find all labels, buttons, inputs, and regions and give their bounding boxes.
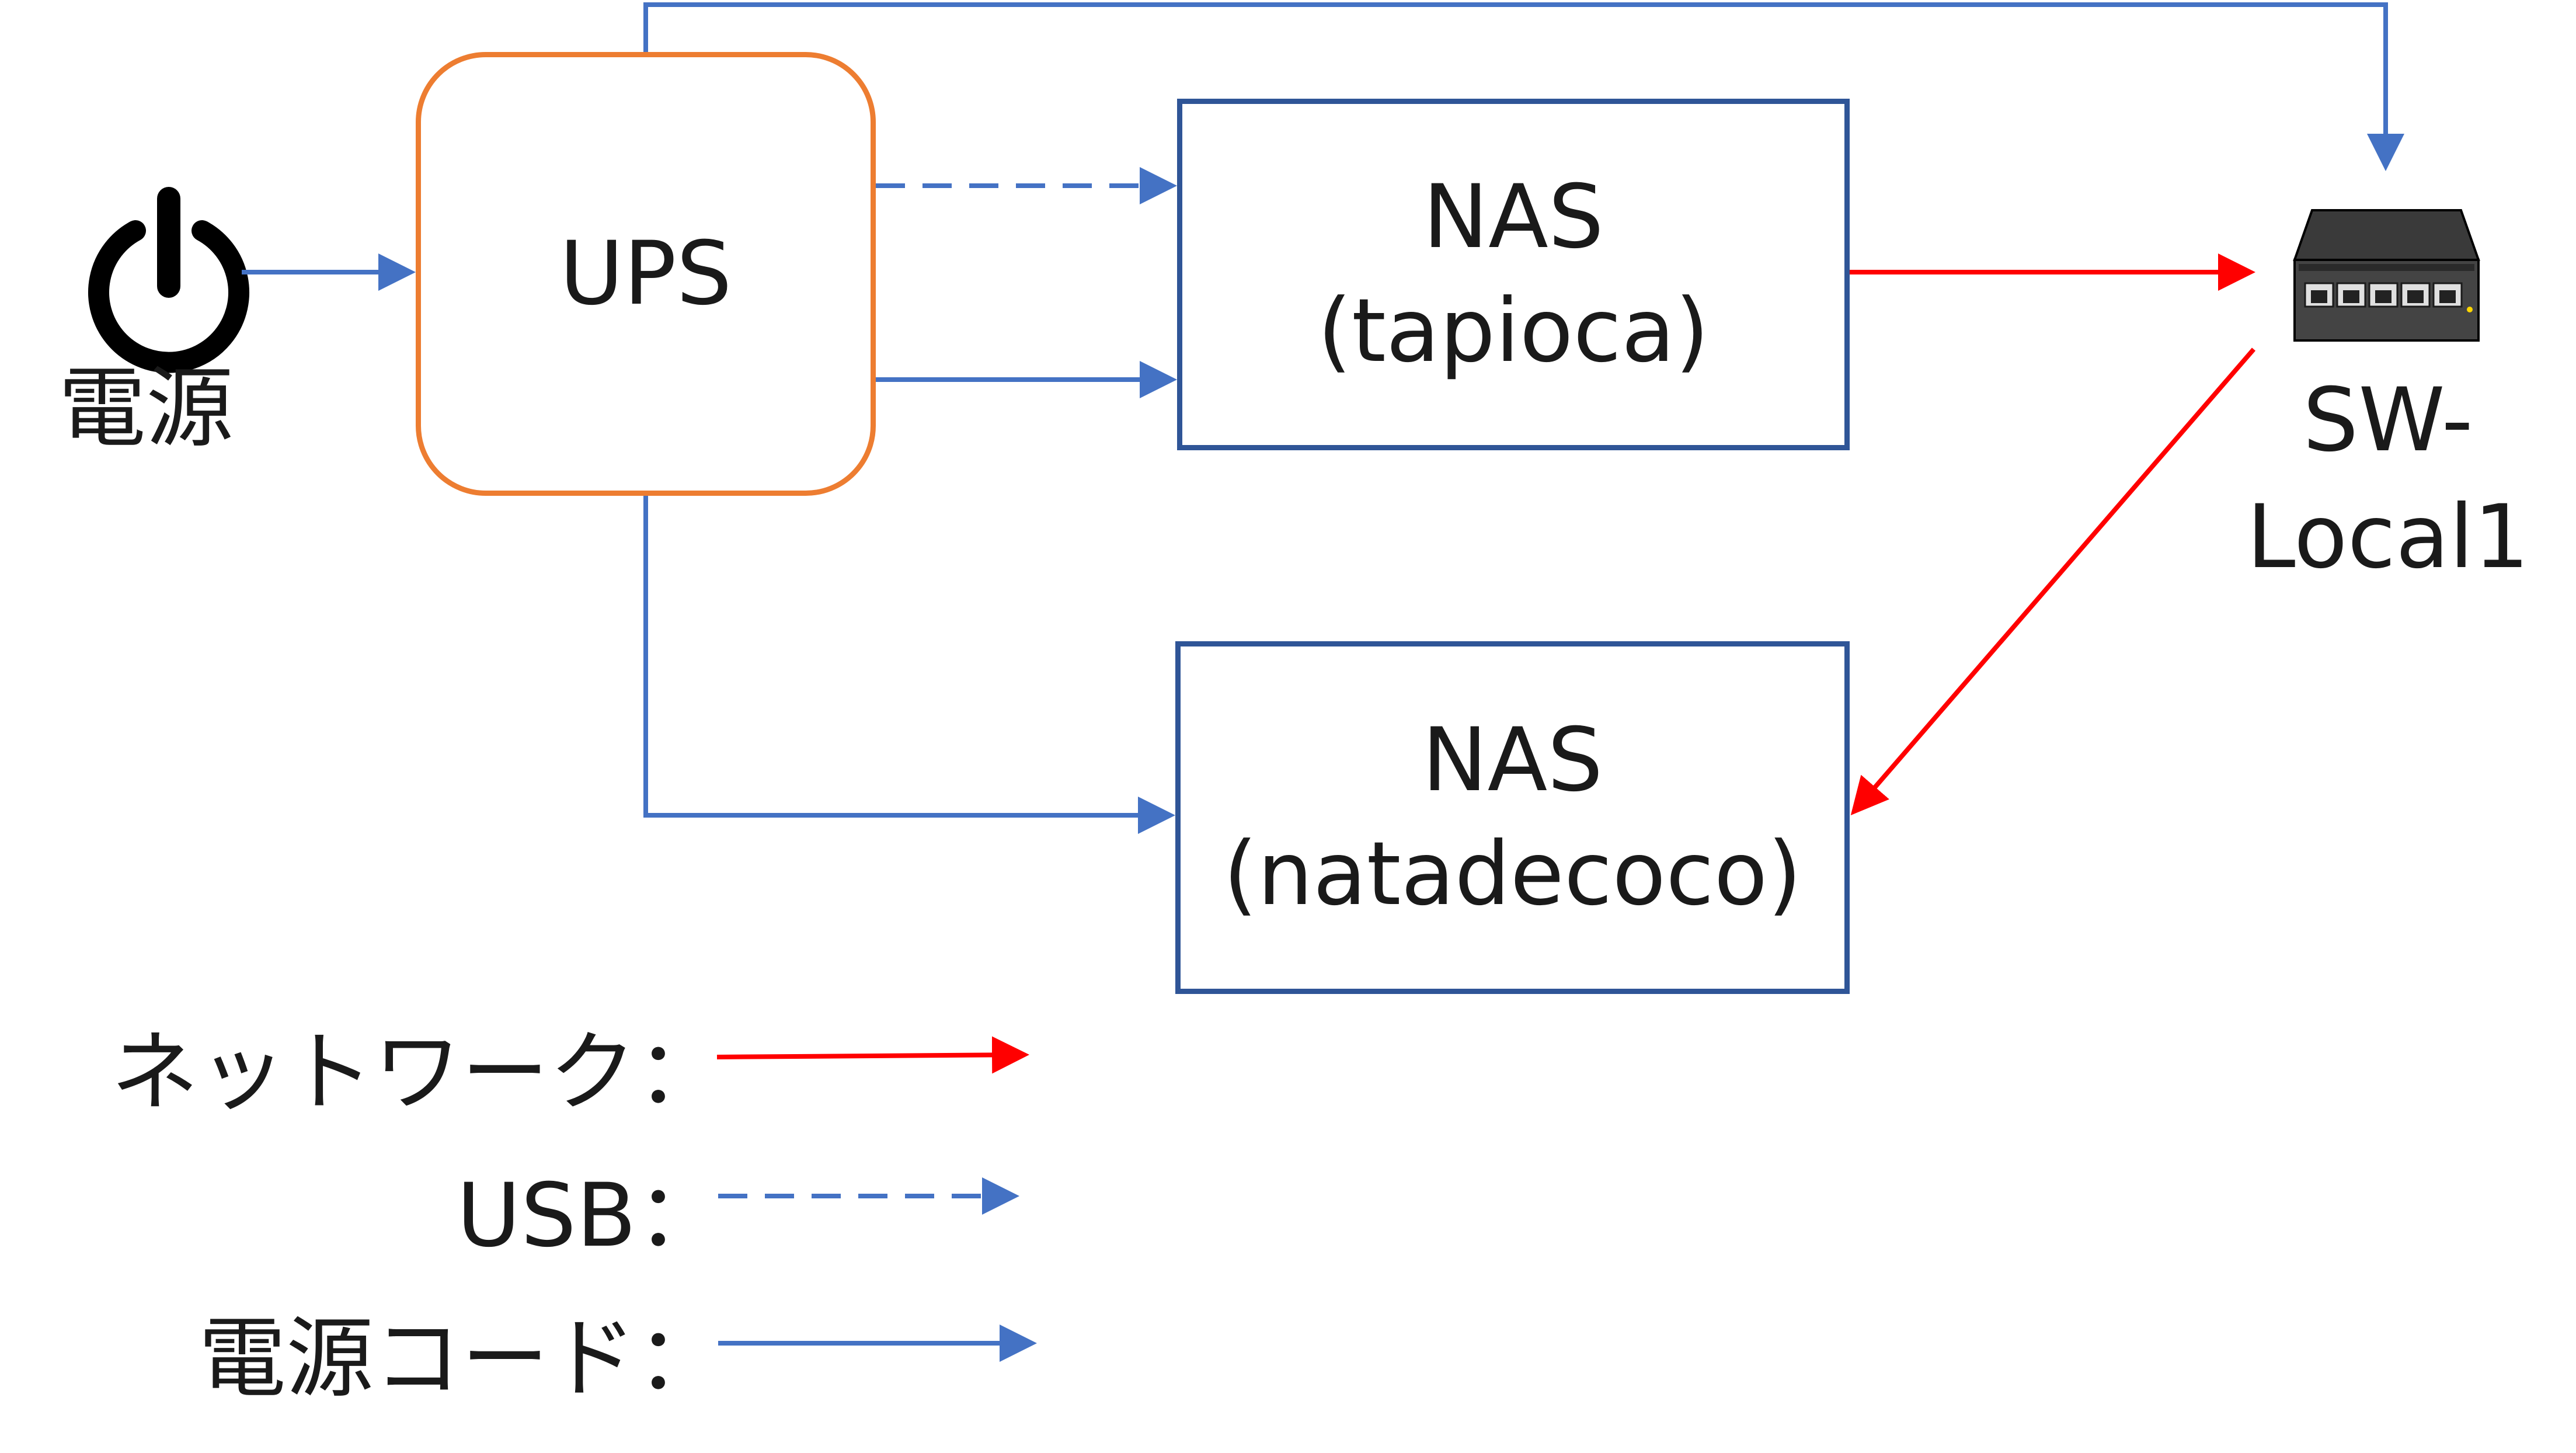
network-switch-icon	[2293, 209, 2480, 342]
switch-to-natadecoco-network	[1850, 347, 2256, 816]
power-label: 電源	[58, 358, 234, 460]
nas-tapioca-name: (tapioca)	[1317, 280, 1710, 382]
switch-label-line2: Local1	[2246, 486, 2530, 588]
legend-usb-label: USB：	[457, 1165, 724, 1267]
nas-natadecoco-type: NAS	[1422, 710, 1603, 811]
switch-label: SW- Local1	[2236, 362, 2540, 596]
nas-tapioca-box: NAS (tapioca)	[1177, 99, 1850, 450]
nas-natadecoco-box: NAS (natadecoco)	[1175, 641, 1850, 994]
legend-network-line	[716, 1036, 1029, 1074]
switch-label-line1: SW-	[2303, 370, 2473, 471]
nas-tapioca-type: NAS	[1422, 166, 1604, 268]
ups-box: UPS	[416, 52, 876, 496]
nas-natadecoco-name: (natadecoco)	[1223, 823, 1802, 925]
ups-label: UPS	[559, 223, 732, 325]
legend-power-cord-label: 電源コード：	[198, 1308, 724, 1410]
ups-to-natadecoco-cord	[643, 496, 1175, 834]
ups-to-switch-cord	[643, 2, 2404, 171]
power-icon	[88, 187, 249, 373]
legend-network-label: ネットワーク：	[110, 1022, 724, 1124]
